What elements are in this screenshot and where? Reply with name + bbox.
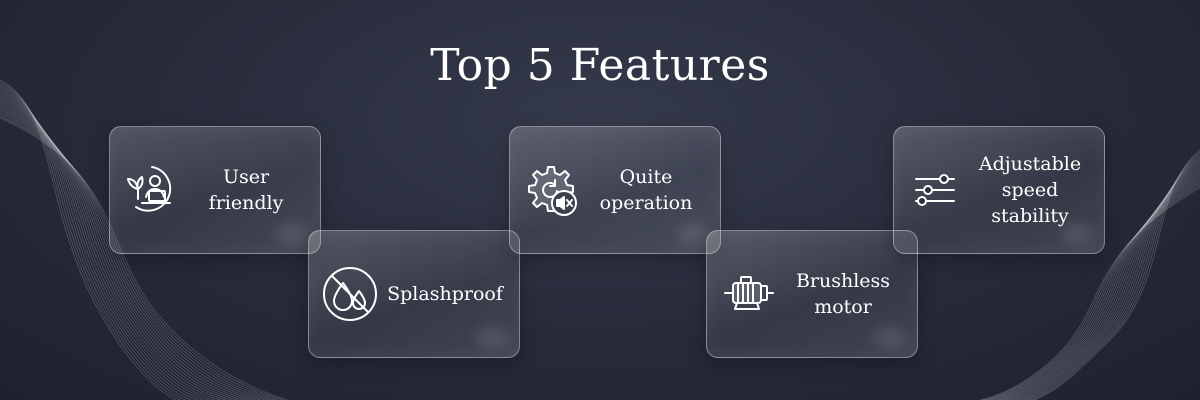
feature-label: Quite operation xyxy=(599,166,693,214)
feature-label: Brushless motor xyxy=(795,270,891,318)
water-drops-no-icon xyxy=(323,267,377,321)
feature-card-quite-operation: Quite operation xyxy=(509,126,721,254)
feature-label: Adjustable speed stability xyxy=(978,153,1082,227)
sliders-icon xyxy=(915,174,955,206)
user-laptop-leaf-icon xyxy=(127,166,172,212)
feature-card-user-friendly: User friendly xyxy=(109,126,321,254)
feature-card-brushless-motor: Brushless motor xyxy=(706,230,918,358)
gear-mute-icon xyxy=(528,166,577,216)
feature-label: User friendly xyxy=(208,166,284,214)
feature-card-splashproof: Splashproof xyxy=(308,230,520,358)
page-title: Top 5 Features xyxy=(430,40,770,91)
electric-motor-icon xyxy=(724,276,774,310)
feature-card-adjustable-speed: Adjustable speed stability xyxy=(893,126,1105,254)
feature-label: Splashproof xyxy=(387,283,503,305)
